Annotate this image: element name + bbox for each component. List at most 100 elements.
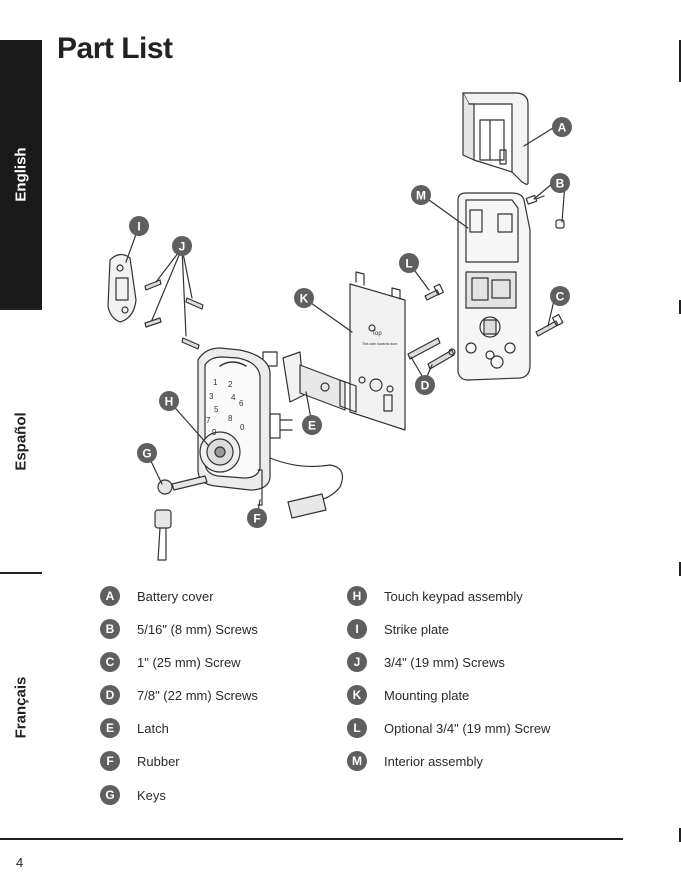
wire-harness — [269, 457, 343, 503]
legend-item: E Latch — [100, 717, 169, 739]
svg-text:B: B — [556, 177, 565, 191]
keys-part — [154, 475, 208, 561]
svg-text:G: G — [142, 447, 151, 461]
keypad-key-2: 2 — [228, 380, 233, 389]
margin-rule — [679, 300, 681, 314]
exploded-parts-diagram: Top This side towards door 1 2 3 4 5 6 7… — [107, 92, 572, 561]
legend-badge: H — [347, 586, 367, 606]
callout-d: D — [415, 375, 435, 395]
page-title: Part List — [57, 32, 173, 65]
short-screws-part — [525, 194, 565, 229]
callout-j: J — [172, 236, 192, 256]
svg-text:M: M — [416, 189, 426, 203]
callout-badges: A B C D E F G H I J K L M — [129, 117, 572, 528]
battery-cover-part — [462, 92, 529, 185]
legend-item: B 5/16" (8 mm) Screws — [100, 618, 258, 640]
keypad-key-7: 7 — [206, 416, 211, 425]
legend-item: D 7/8" (22 mm) Screws — [100, 684, 258, 706]
callout-i: I — [129, 216, 149, 236]
legend-item: I Strike plate — [347, 618, 449, 640]
margin-rule — [679, 40, 681, 82]
svg-text:H: H — [165, 395, 174, 409]
legend-item: G Keys — [100, 784, 166, 806]
tab-divider — [0, 308, 42, 310]
legend-label: 1" (25 mm) Screw — [137, 654, 241, 670]
keypad-key-3: 3 — [209, 392, 214, 401]
legend-label: Interior assembly — [384, 753, 483, 769]
mounting-plate-part: Top This side towards door — [349, 271, 406, 431]
legend-badge: E — [100, 718, 120, 738]
legend-item: J 3/4" (19 mm) Screws — [347, 651, 505, 673]
callout-c: C — [550, 286, 570, 306]
callout-e: E — [302, 415, 322, 435]
legend-item: A Battery cover — [100, 585, 214, 607]
legend-label: 5/16" (8 mm) Screws — [137, 621, 258, 637]
legend-badge: M — [347, 751, 367, 771]
callout-l: L — [399, 253, 419, 273]
legend-item: L Optional 3/4" (19 mm) Screw — [347, 717, 550, 739]
keypad-key-6: 6 — [239, 399, 244, 408]
legend-badge: L — [347, 718, 367, 738]
svg-text:I: I — [137, 220, 140, 234]
keypad-key-9: 9 — [212, 428, 217, 437]
legend-label: 7/8" (22 mm) Screws — [137, 687, 258, 703]
keypad-key-0: 0 — [240, 423, 245, 432]
tab-francais[interactable]: Français — [0, 574, 42, 840]
svg-text:D: D — [421, 379, 430, 393]
legend-label: 3/4" (19 mm) Screws — [384, 654, 505, 670]
interior-assembly-part — [457, 192, 531, 381]
mounting-plate-top-label: Top — [372, 331, 382, 337]
legend-badge: D — [100, 685, 120, 705]
margin-rule — [679, 828, 681, 842]
legend-badge: B — [100, 619, 120, 639]
keypad-key-4: 4 — [231, 393, 236, 402]
legend-label: Touch keypad assembly — [384, 588, 523, 604]
touch-keypad-part — [197, 347, 293, 491]
legend-label: Battery cover — [137, 588, 214, 604]
legend-badge: K — [347, 685, 367, 705]
tab-francais-label: Français — [12, 676, 30, 738]
keypad-key-5: 5 — [214, 405, 219, 414]
latch-part — [262, 351, 357, 413]
wire-connector — [287, 493, 327, 519]
medium-screws-part — [407, 337, 456, 370]
legend-label: Latch — [137, 720, 169, 736]
legend-item: F Rubber — [100, 750, 180, 772]
legend-item: H Touch keypad assembly — [347, 585, 523, 607]
legend-item: M Interior assembly — [347, 750, 483, 772]
callout-h: H — [159, 391, 179, 411]
long-screw-part — [535, 313, 564, 337]
svg-text:L: L — [405, 257, 412, 271]
callout-k: K — [294, 288, 314, 308]
legend-badge: A — [100, 586, 120, 606]
legend-label: Optional 3/4" (19 mm) Screw — [384, 720, 551, 736]
legend-label: Strike plate — [384, 621, 450, 637]
rubber-gasket-part — [257, 469, 263, 506]
legend-label: Mounting plate — [384, 687, 470, 703]
callout-m: M — [411, 185, 431, 205]
legend-badge: C — [100, 652, 120, 672]
strike-screws-part — [144, 279, 204, 350]
legend-badge: I — [347, 619, 367, 639]
keypad-key-8: 8 — [228, 414, 233, 423]
legend-item: K Mounting plate — [347, 684, 469, 706]
mounting-plate-side-label: This side towards door — [362, 342, 398, 346]
svg-text:F: F — [253, 512, 260, 526]
strike-plate-part — [107, 253, 137, 323]
svg-text:K: K — [300, 292, 309, 306]
tab-english[interactable]: English — [0, 40, 42, 308]
keypad-buttons: 1 2 3 4 5 6 7 8 9 0 — [206, 378, 245, 437]
legend-badge: F — [100, 751, 120, 771]
svg-text:J: J — [179, 240, 186, 254]
svg-text:C: C — [556, 290, 565, 304]
legend-badge: G — [100, 785, 120, 805]
tab-divider — [0, 572, 42, 574]
margin-rule — [679, 562, 681, 576]
legend-label: Keys — [137, 787, 166, 803]
callout-f: F — [247, 508, 267, 528]
callout-a: A — [552, 117, 572, 137]
legend-label: Rubber — [137, 753, 180, 769]
legend-item: C 1" (25 mm) Screw — [100, 651, 241, 673]
callout-g: G — [137, 443, 157, 463]
keypad-key-1: 1 — [213, 378, 218, 387]
